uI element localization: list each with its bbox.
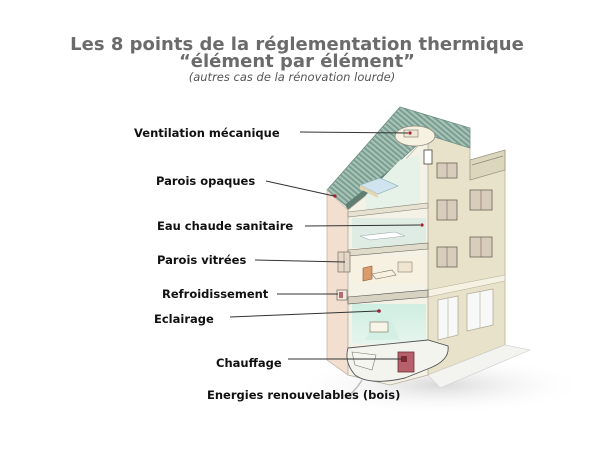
leader-eau-chaude bbox=[304, 224, 421, 227]
subtitle: (autres cas de la rénovation lourde) bbox=[188, 70, 396, 84]
label-chauffage: Chauffage bbox=[216, 356, 282, 370]
label-eclairage: Eclairage bbox=[154, 312, 214, 326]
left-wall bbox=[326, 189, 349, 376]
interior-cutaway bbox=[336, 125, 449, 399]
right-facade bbox=[427, 134, 532, 389]
leader-lines bbox=[229, 131, 421, 360]
leader-eclairage bbox=[229, 310, 379, 318]
label-energies-renouvelables: Energies renouvelables (bois) bbox=[207, 388, 401, 402]
leader-parois-opaques bbox=[265, 180, 335, 197]
label-eau-chaude-sanitaire: Eau chaude sanitaire bbox=[157, 219, 294, 233]
label-ventilation-mecanique: Ventilation mécanique bbox=[134, 126, 280, 140]
label-refroidissement: Refroidissement bbox=[162, 287, 269, 301]
title-line-1: Les 8 points de la réglementation thermi… bbox=[70, 34, 524, 55]
title-line-2: “élément par élément” bbox=[178, 51, 416, 72]
diagram-title: Les 8 points de la réglementation thermi… bbox=[0, 34, 600, 85]
leader-ventilation bbox=[299, 131, 409, 134]
leader-parois-vitrees bbox=[254, 259, 346, 263]
label-parois-vitrees: Parois vitrées bbox=[157, 253, 247, 267]
label-parois-opaques: Parois opaques bbox=[156, 174, 256, 188]
